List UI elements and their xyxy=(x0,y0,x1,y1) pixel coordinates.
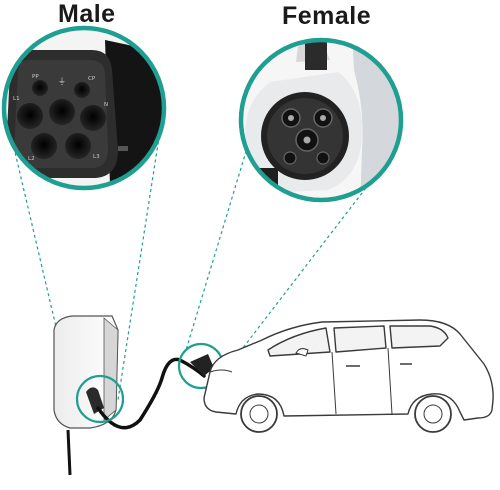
female-callout-line-left xyxy=(185,144,249,351)
female-callout-ring xyxy=(238,37,404,203)
pin-hole-l2 xyxy=(31,133,57,159)
male-callout-ring xyxy=(1,25,167,191)
pin-hole-n xyxy=(80,105,106,131)
wallbox-charger-icon xyxy=(53,315,119,476)
charging-cable xyxy=(96,357,206,430)
pin-label-cp: CP xyxy=(88,76,96,82)
pin-hole-pe xyxy=(49,99,75,125)
pin-holes xyxy=(17,80,106,159)
supply-cable xyxy=(66,429,72,476)
pin-hole-l1 xyxy=(17,103,43,129)
car-front-window xyxy=(333,325,387,353)
male-plug-closeup: PP CP L1 N L2 L3 ⏚ xyxy=(1,25,167,191)
pin-hole-pp xyxy=(32,80,48,96)
car-windshield xyxy=(267,327,331,357)
hatchback-car-icon xyxy=(203,319,494,433)
male-callout-small xyxy=(75,374,125,424)
male-title: Male xyxy=(58,0,116,28)
socket-latch xyxy=(305,40,327,70)
pin-hole-cp xyxy=(74,82,90,98)
male-callout-line-right xyxy=(117,111,164,401)
car-rear-window xyxy=(389,325,449,349)
car-plug xyxy=(190,354,214,376)
socket-pins xyxy=(281,108,333,165)
female-socket-closeup xyxy=(238,37,404,203)
pin-label-l1: L1 xyxy=(13,96,20,102)
pin-label-n: N xyxy=(104,102,108,108)
ground-icon: ⏚ xyxy=(58,77,66,86)
pin-label-pp: PP xyxy=(32,74,39,80)
female-title: Female xyxy=(282,2,372,30)
pin-hole-l3 xyxy=(65,133,91,159)
pin-label-l3: L3 xyxy=(93,154,100,160)
pin-label-l2: L2 xyxy=(28,156,35,162)
